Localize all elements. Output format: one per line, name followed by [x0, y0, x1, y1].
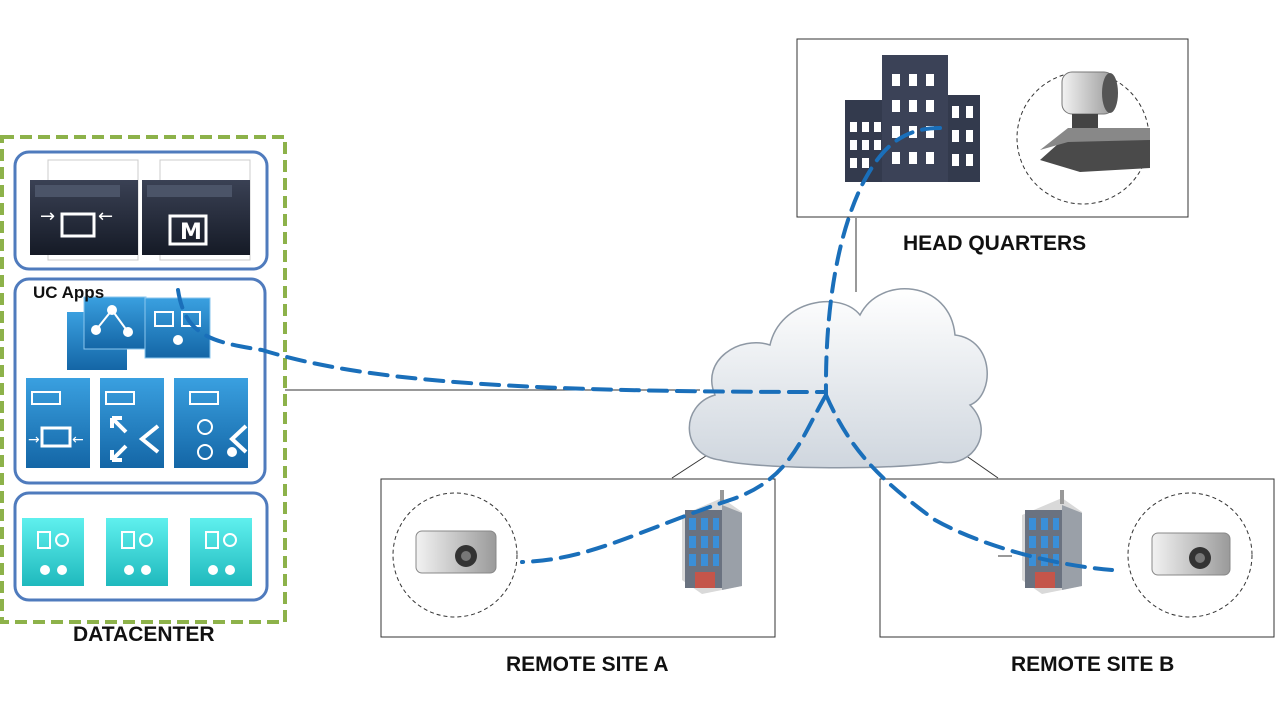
hq-building-icon: [845, 55, 980, 182]
link-cloud-site-b: [964, 454, 999, 479]
call-path-hq: [823, 126, 942, 397]
call-path-site-b: [824, 393, 1114, 572]
conference-server-icon: [144, 297, 211, 359]
media-server-icon: M: [142, 159, 251, 261]
site-b-camera-icon: [1127, 492, 1253, 618]
svg-text:→: →: [28, 432, 40, 448]
link-cloud-site-a: [671, 451, 713, 479]
call-path-datacenter: [176, 288, 827, 394]
presence-server-icon: [67, 296, 147, 370]
head-quarters-label: HEAD QUARTERS: [903, 232, 1087, 255]
telepresence-manager-icon: [174, 378, 248, 468]
remote-site-b-label: REMOTE SITE B: [1011, 653, 1175, 676]
media-letter: M: [180, 220, 202, 245]
hq-camera-icon: [1016, 71, 1150, 205]
svg-text:←: ←: [98, 206, 113, 227]
site-a-camera-icon: [392, 492, 518, 618]
svg-text:←: ←: [72, 432, 84, 448]
svg-text:→: →: [40, 206, 55, 227]
cucm-server-icon: → ←: [30, 159, 139, 261]
teal-device-icon-2: [106, 518, 168, 586]
expressway-icon: [100, 378, 164, 468]
wan-cloud: [688, 288, 988, 469]
site-b-building-icon: [1022, 490, 1082, 594]
remote-site-a-label: REMOTE SITE A: [506, 653, 669, 676]
call-manager-icon: → ←: [26, 378, 90, 468]
teal-device-icon-3: [190, 518, 252, 586]
teal-device-icon-1: [22, 518, 84, 586]
call-path: [176, 126, 1114, 572]
uc-apps-label: UC Apps: [33, 283, 105, 302]
datacenter-label: DATACENTER: [73, 623, 215, 646]
site-a-building-icon: [682, 490, 742, 594]
call-path-site-a: [520, 393, 828, 564]
